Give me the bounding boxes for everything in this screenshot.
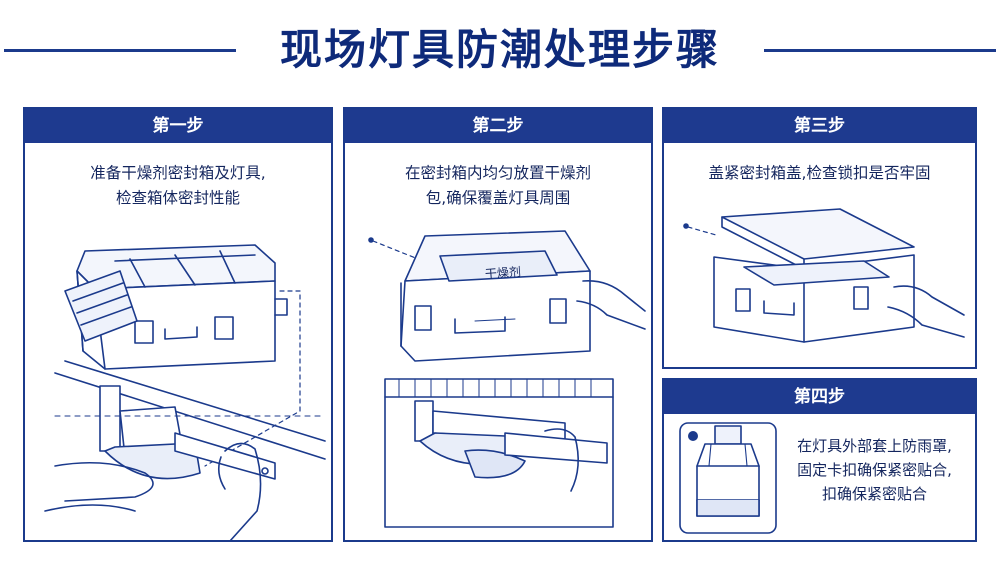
step-1-heading: 第一步	[25, 109, 331, 143]
step-1-illustration	[44, 244, 326, 541]
step-3-illustration	[683, 208, 965, 343]
step-3-panel: 第三步 盖紧密封箱盖,检查锁扣是否牢固	[662, 107, 977, 369]
page-title: 现场灯具防潮处理步骤	[279, 25, 720, 74]
step-2-illustration	[368, 230, 646, 528]
step-2-panel: 第二步 在密封箱内均匀放置干燥剂 包,确保覆盖灯具周围 干燥剂	[343, 107, 653, 542]
step-1-line-1: 准备干燥剂密封箱及灯具,	[90, 164, 266, 182]
title-rule-left	[4, 49, 236, 52]
step-4-panel: 第四步 在灯具外部套上防雨罩, 固定卡扣确保紧密贴合, 扣确保紧密贴合	[662, 378, 977, 542]
step-1-panel: 第一步 准备干燥剂密封箱及灯具, 检查箱体密封性能	[23, 107, 333, 542]
step-4-line-3: 扣确保紧密贴合	[821, 485, 927, 503]
step-3-line-1: 盖紧密封箱盖,检查锁扣是否牢固	[708, 164, 931, 182]
step-4-heading: 第四步	[664, 380, 975, 414]
step-2-line-1: 在密封箱内均匀放置干燥剂	[404, 164, 591, 182]
step-4-text: 在灯具外部套上防雨罩, 固定卡扣确保紧密贴合, 扣确保紧密贴合	[780, 434, 969, 506]
step-2-line-2: 包,确保覆盖灯具周围	[425, 189, 571, 207]
step-4-line-1: 在灯具外部套上防雨罩,	[797, 437, 952, 455]
step-1-text: 准备干燥剂密封箱及灯具, 检查箱体密封性能	[35, 161, 321, 211]
step-1-line-2: 检查箱体密封性能	[115, 189, 240, 207]
title-rule-right	[764, 49, 996, 52]
step-3-heading: 第三步	[664, 109, 975, 143]
step-3-text: 盖紧密封箱盖,检查锁扣是否牢固	[672, 161, 967, 186]
desiccant-label: 干燥剂	[484, 264, 522, 282]
step-4-line-2: 固定卡扣确保紧密贴合,	[797, 461, 952, 479]
title-row: 现场灯具防潮处理步骤	[0, 22, 1000, 78]
step-2-heading: 第二步	[345, 109, 651, 143]
step-4-illustration	[679, 422, 777, 534]
step-2-text: 在密封箱内均匀放置干燥剂 包,确保覆盖灯具周围	[355, 161, 641, 211]
